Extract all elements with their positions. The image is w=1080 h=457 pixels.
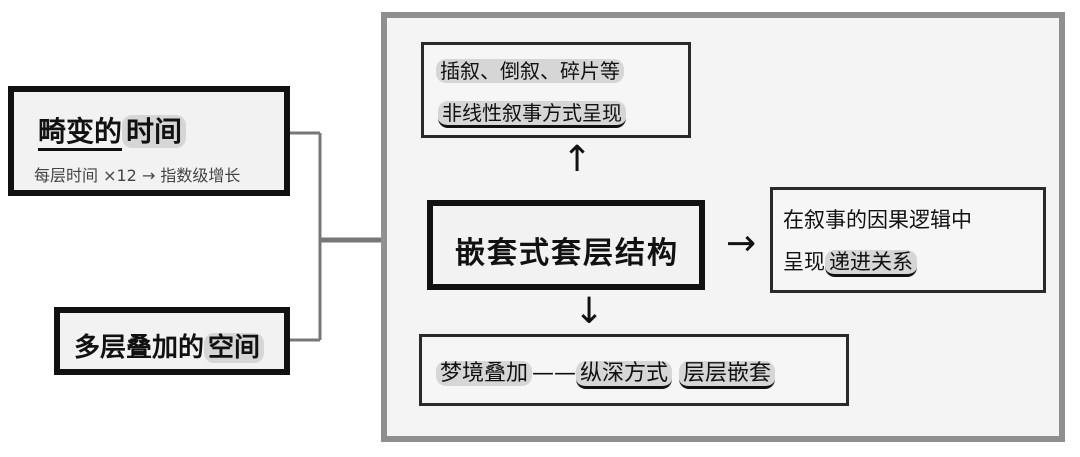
- bottom-box-text: 梦境叠加——纵深方式 层层嵌套: [436, 355, 776, 389]
- top-line2-wrap: 非线性叙事方式呈现: [438, 97, 626, 128]
- arrow-down-icon: ↓: [574, 291, 605, 332]
- arrow-right-icon: →: [726, 223, 757, 264]
- core-structure-label: 嵌套式套层结构: [455, 236, 679, 271]
- top-box-line1: 插叙、倒叙、碎片等: [436, 59, 624, 83]
- top-box-line2: 非线性叙事方式呈现: [438, 101, 626, 128]
- bottom-text-part-a: 梦境叠加: [436, 361, 533, 386]
- time-box-title: 畸变的时间: [38, 110, 187, 151]
- right-line2-part-b: 递进关系: [825, 250, 917, 277]
- space-title-part-a: 多层叠加的: [74, 333, 205, 363]
- time-box-subtitle: 每层时间 ×12 → 指数级增长: [34, 166, 241, 185]
- space-title-part-b: 空间: [204, 333, 265, 363]
- time-title-part-b: 时间: [122, 115, 187, 148]
- bottom-text-part-c: 纵深方式: [576, 361, 673, 389]
- space-box-title: 多层叠加的空间: [74, 327, 265, 364]
- top-line1-wrap: 插叙、倒叙、碎片等: [436, 55, 624, 84]
- right-box-line1: 在叙事的因果逻辑中: [783, 208, 972, 232]
- time-title-part-a: 畸变的: [38, 115, 123, 151]
- core-structure-box: 嵌套式套层结构: [427, 200, 705, 290]
- right-line2-part-a: 呈现: [783, 250, 825, 274]
- arrow-up-icon: ↑: [562, 139, 593, 180]
- dream-layering-box: 梦境叠加——纵深方式 层层嵌套: [419, 334, 849, 406]
- bottom-text-part-d: 层层嵌套: [679, 361, 776, 389]
- layered-space-box: 多层叠加的空间: [54, 307, 290, 375]
- bottom-text-part-b: ——: [532, 361, 577, 386]
- nonlinear-narrative-box: 插叙、倒叙、碎片等 非线性叙事方式呈现: [421, 42, 691, 138]
- distorted-time-box: 畸变的时间 每层时间 ×12 → 指数级增长: [8, 86, 290, 196]
- causal-logic-box: 在叙事的因果逻辑中 呈现递进关系: [770, 187, 1046, 293]
- right-box-line2: 呈现递进关系: [783, 246, 917, 277]
